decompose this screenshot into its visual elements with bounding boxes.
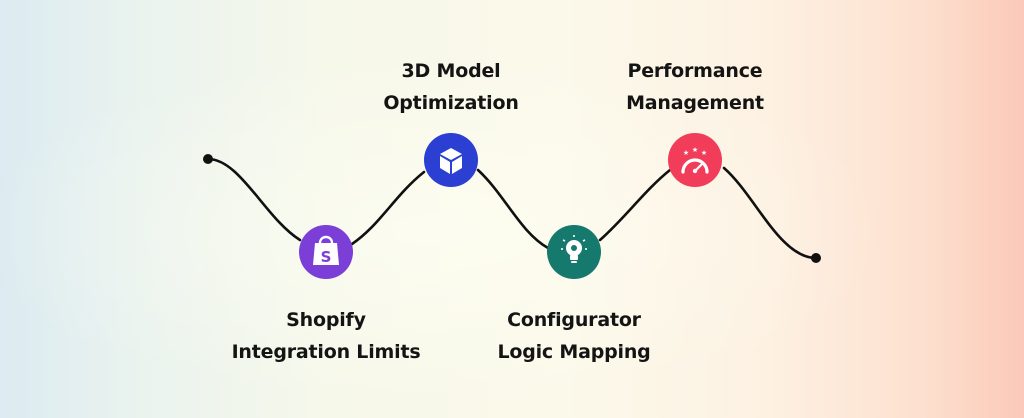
step-label-line2: Logic Mapping (497, 341, 651, 363)
step-label-line1: Performance (627, 60, 763, 82)
step-label-3d-model: 3D Model Optimization (331, 55, 571, 119)
svg-text:S: S (321, 248, 332, 266)
step-label-line1: 3D Model (401, 60, 501, 82)
step-node-configurator (547, 225, 601, 279)
step-label-line1: Configurator (507, 309, 641, 331)
wave-connector-line (206, 157, 818, 260)
step-label-line2: Management (626, 92, 764, 114)
cube-icon (440, 148, 462, 174)
svg-text:★: ★ (683, 149, 689, 157)
start-dot (203, 154, 213, 164)
step-label-configurator: Configurator Logic Mapping (454, 304, 694, 368)
lightbulb-gear-icon (561, 235, 587, 263)
step-label-shopify: Shopify Integration Limits (206, 304, 446, 368)
step-node-shopify: S (299, 225, 353, 279)
svg-text:★: ★ (701, 149, 707, 157)
step-label-performance: Performance Management (575, 55, 815, 119)
speedometer-stars-icon: ★ ★ ★ (681, 146, 709, 174)
shopify-bag-icon: S (313, 235, 339, 266)
step-label-line1: Shopify (286, 309, 366, 331)
svg-text:★: ★ (692, 146, 698, 154)
step-label-line2: Optimization (383, 92, 519, 114)
step-label-line2: Integration Limits (231, 341, 421, 363)
step-node-performance: ★ ★ ★ (668, 133, 722, 187)
end-dot (811, 253, 821, 263)
step-node-3d-model (424, 133, 478, 187)
